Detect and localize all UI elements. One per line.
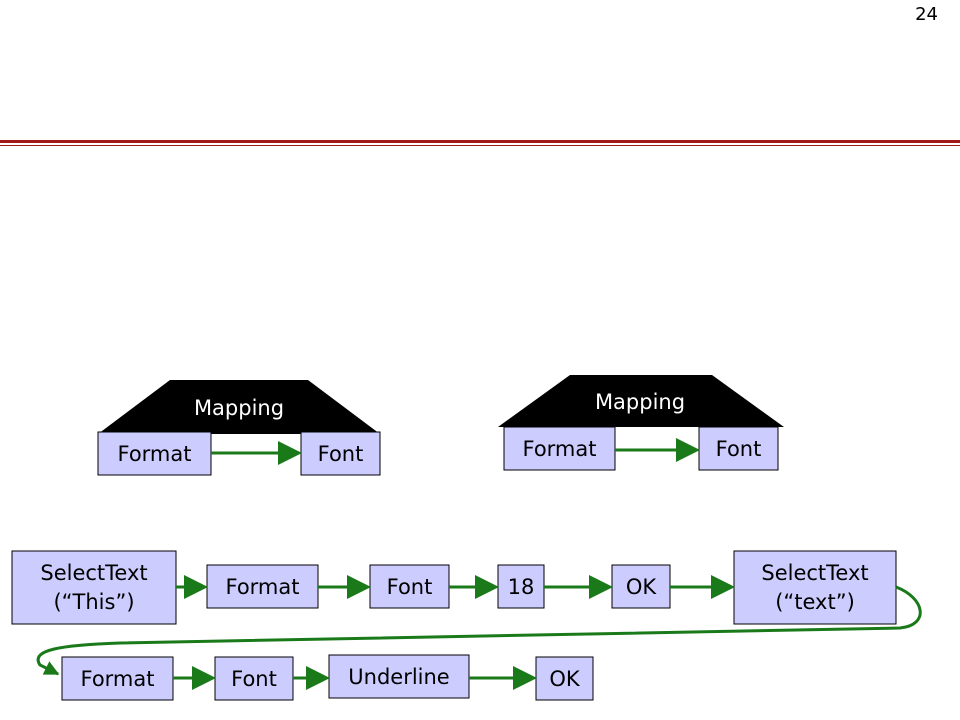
mapping-group-2: Mapping Format Font [498,375,784,471]
selecttext-this-line2: (“This”) [53,590,134,614]
size-18-label: 18 [508,575,535,599]
row-wrap-connector [36,585,922,676]
mapping-header-label: Mapping [194,396,284,420]
format-label: Format [80,667,154,691]
selecttext-this-node [11,550,177,625]
format-node [61,656,174,701]
mapping-to-node [300,431,381,476]
mapping-from-label: Format [117,442,191,466]
font-label: Font [231,667,277,691]
selecttext-text-line2: (“text”) [775,590,855,614]
ok-label: OK [626,575,658,599]
mapping-from-node [97,431,212,476]
sequence-row-1: SelectText (“This”) Format Font 18 OK Se… [11,550,897,625]
mapping-to-label: Font [318,442,364,466]
mapping-header-shape [98,380,380,434]
header-rule-bottom [0,145,960,146]
format-label: Format [225,575,299,599]
page-number: 24 [915,4,938,25]
font-node [369,564,450,609]
underline-label: Underline [348,665,449,689]
selecttext-this-line1: SelectText [40,561,147,585]
ok-label: OK [549,667,581,691]
mapping-from-node [503,426,616,471]
mapping-to-label: Font [716,437,762,461]
selecttext-text-node [733,550,897,625]
mapping-header-shape [498,375,784,427]
mapping-header-label: Mapping [595,390,685,414]
sequence-row-2: Format Font Underline OK [61,654,594,701]
mapping-group-1: Mapping Format Font [97,380,381,476]
format-node [206,564,319,609]
underline-node [328,654,470,699]
header-rule-top [0,140,960,143]
selecttext-text-line1: SelectText [761,561,868,585]
mapping-from-label: Format [522,437,596,461]
ok-node [535,656,594,701]
font-label: Font [387,575,433,599]
